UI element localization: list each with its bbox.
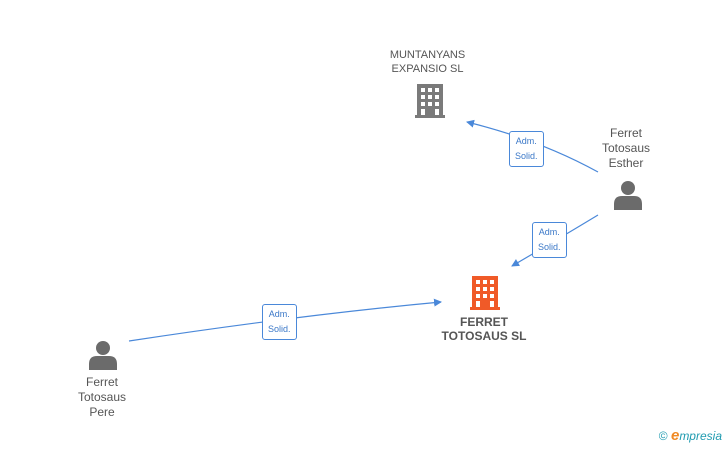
building-icon-main[interactable] [470,276,500,310]
brand-logo-initial: e [670,427,680,444]
copyright-symbol: © [658,429,668,443]
node-label-ferret-totosaus-sl: FERRET TOTOSAUS SL [441,315,527,343]
edge-label-esther-muntanyans[interactable]: Adm. Solid. [509,131,544,167]
building-icon[interactable] [415,84,445,118]
node-label-muntanyans: MUNTANYANS EXPANSIO SL [389,49,466,75]
person-icon[interactable] [89,340,117,370]
brand-logo-text: mpresia [679,429,722,443]
brand-footer: © empresia [659,427,722,444]
edge-label-pere-ferret[interactable]: Adm. Solid. [262,304,297,340]
node-label-esther: Ferret Totosaus Esther [601,126,651,170]
edge-label-esther-ferret[interactable]: Adm. Solid. [532,222,567,258]
person-icon[interactable] [614,180,642,210]
node-label-pere: Ferret Totosaus Pere [77,375,127,419]
